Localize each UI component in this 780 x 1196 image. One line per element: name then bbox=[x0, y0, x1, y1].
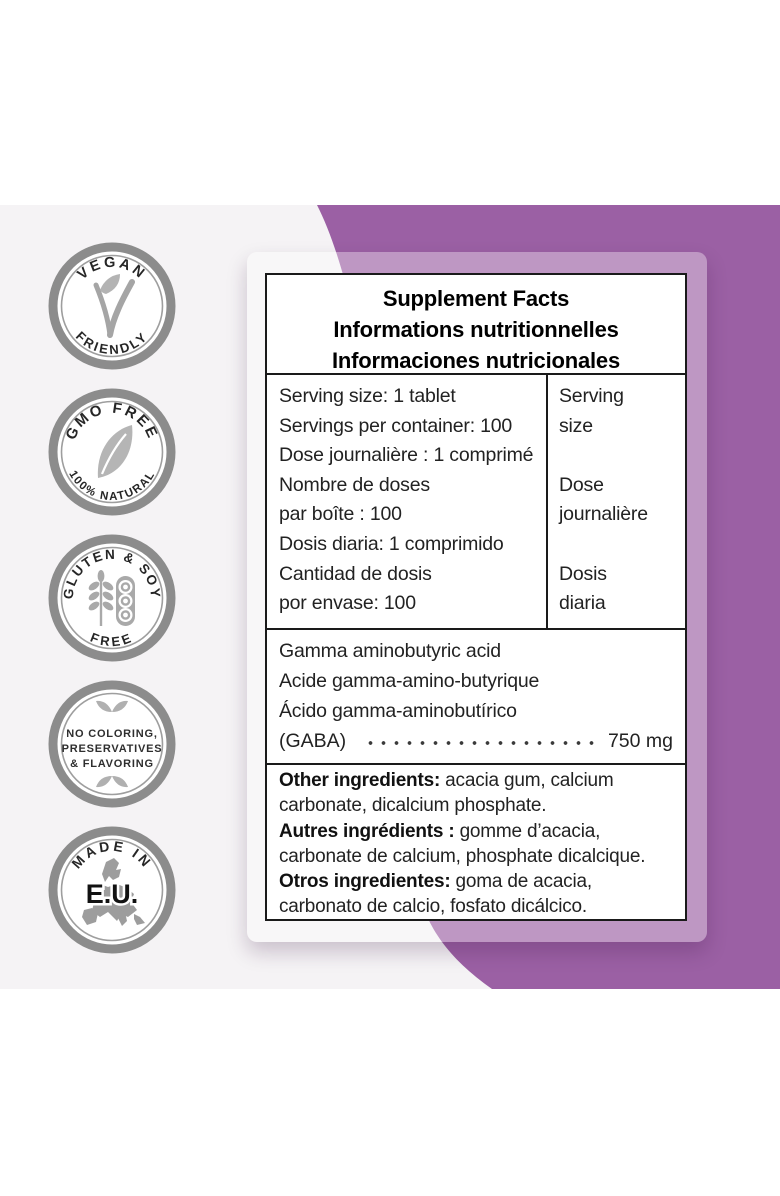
ingredient-amount: 750 mg bbox=[607, 730, 673, 752]
serving-details-column: Serving size: 1 tablet Servings per cont… bbox=[267, 375, 546, 628]
other-ingredients-section: Other ingredients: acacia gum, calcium c… bbox=[267, 765, 685, 920]
wheat-soy-icon bbox=[88, 570, 135, 626]
serving-line: Dosis diaria: 1 comprimido bbox=[279, 532, 504, 555]
badge-line-2: PRESERVATIVES bbox=[62, 743, 163, 755]
active-ingredient-section: Gamma aminobutyric acid Acide gamma-amin… bbox=[267, 630, 685, 765]
badge-inner-ring bbox=[60, 254, 164, 358]
badge-center-label: E.U. bbox=[86, 879, 139, 909]
panel-title-en: Supplement Facts bbox=[382, 286, 570, 311]
ingredient-name-en: Gamma aminobutyric acid bbox=[279, 640, 501, 662]
serving-line: por envase: 100 bbox=[279, 592, 416, 615]
badge-outer-ring bbox=[48, 534, 176, 662]
badge-inner-ring bbox=[60, 838, 164, 942]
badge-face bbox=[48, 242, 176, 370]
serving-line: Nombre de doses bbox=[279, 473, 430, 496]
serving-line: Servings per container: 100 bbox=[279, 414, 513, 437]
other-ingredients-fr: Autres ingrédients : gomme d’acacia, car… bbox=[279, 820, 646, 867]
badge-gluten-soy-free: GLUTEN & SOY FREE bbox=[48, 534, 176, 662]
serving-label-es: Dosis diaria bbox=[559, 562, 607, 615]
serving-line: Cantidad de dosis bbox=[279, 562, 432, 585]
panel-title-es: Informaciones nutricionales bbox=[331, 348, 620, 373]
double-leaves-icon bbox=[96, 700, 128, 788]
serving-line: Dose journalière : 1 comprimé bbox=[279, 444, 534, 467]
serving-labels-column: Serving size Dose journalière Dosis diar… bbox=[546, 375, 685, 628]
vegan-sprout-icon bbox=[93, 274, 135, 338]
badge-no-additives: NO COLORING, PRESERVATIVES & FLAVORING bbox=[48, 680, 176, 808]
serving-label-fr: Dose journalière bbox=[559, 473, 648, 526]
badge-outer-ring bbox=[48, 826, 176, 954]
badge-inner-ring bbox=[60, 400, 164, 504]
badge-gmo-free: GMO FREE 100% NATURAL bbox=[48, 388, 176, 516]
badge-inner-ring bbox=[60, 546, 164, 650]
badge-vegan-friendly: VEGAN FRIENDLY bbox=[48, 242, 176, 370]
dot-leader bbox=[364, 740, 598, 756]
ingredient-amount-row: (GABA) 750 mg bbox=[279, 726, 673, 756]
badge-line-3: & FLAVORING bbox=[70, 758, 154, 770]
badge-outer-ring bbox=[48, 680, 176, 808]
serving-line: Serving size: 1 tablet bbox=[279, 385, 456, 407]
panel-header: Supplement Facts Informations nutritionn… bbox=[267, 275, 685, 375]
europe-map-icon bbox=[82, 858, 145, 926]
ingredient-abbreviation: (GABA) bbox=[279, 730, 347, 752]
ingredient-name-es: Ácido gamma-aminobutírico bbox=[279, 700, 517, 722]
supplement-facts-panel: Supplement Facts Informations nutritionn… bbox=[265, 273, 687, 921]
badge-inner-ring bbox=[60, 692, 164, 796]
serving-label-en: Serving size bbox=[559, 385, 624, 437]
badge-face bbox=[48, 680, 176, 808]
badge-line-1: NO COLORING, bbox=[66, 728, 158, 740]
photo-band: VEGAN FRIENDLY GMO FREE 100% NATURAL bbox=[0, 205, 780, 989]
other-ingredients-en: Other ingredients: acacia gum, calcium c… bbox=[279, 770, 614, 817]
badge-made-in-eu: MADE IN E.U. bbox=[48, 826, 176, 954]
ingredient-name-fr: Acide gamma-amino-butyrique bbox=[279, 670, 540, 692]
serving-line: par boîte : 100 bbox=[279, 503, 402, 526]
leaf-icon bbox=[97, 425, 133, 478]
other-ingredients-es: Otros ingredientes: goma de acacia, carb… bbox=[279, 871, 592, 918]
serving-section: Serving size: 1 tablet Servings per cont… bbox=[267, 375, 685, 630]
badge-bottom-label: FREE bbox=[88, 630, 135, 650]
badge-outer-ring bbox=[48, 242, 176, 370]
badge-outer-ring bbox=[48, 388, 176, 516]
panel-title-fr: Informations nutritionnelles bbox=[333, 317, 619, 342]
